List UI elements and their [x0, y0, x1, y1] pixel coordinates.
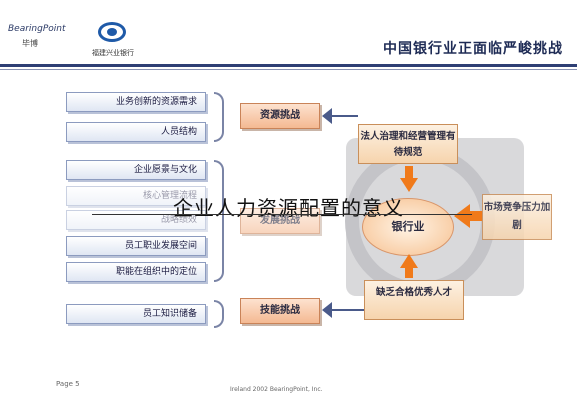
arrow-left-icon — [454, 204, 470, 228]
left-item-vision-culture: 企业愿景与文化 — [66, 160, 206, 180]
overlay-title: 企业人力资源配置的意义 — [173, 196, 404, 220]
arrow-shaft-top — [405, 166, 413, 178]
left-item-strategy: 战略绩效 — [66, 210, 206, 230]
challenge-skill: 技能挑战 — [240, 298, 320, 324]
bank-logo-text: 福建兴业银行 — [92, 49, 134, 57]
bearingpoint-logo-sub: 毕博 — [22, 39, 38, 48]
bank-logo-icon — [98, 22, 126, 42]
page-title: 中国银行业正面临严峻挑战 — [383, 41, 563, 57]
brace-development — [214, 160, 224, 282]
left-item-staff-structure: 人员结构 — [66, 122, 206, 142]
page-number: Page 5 — [56, 380, 80, 388]
arrow-shaft-right — [468, 211, 482, 221]
copyright: Ireland 2002 BearingPoint, Inc. — [230, 386, 323, 393]
arrow-shaft-bottom — [405, 268, 413, 278]
left-item-knowledge-reserve: 员工知识储备 — [66, 304, 206, 324]
left-item-resource-demand: 业务创新的资源需求 — [66, 92, 206, 112]
pressure-competition: 市场竞争压力加剧 — [482, 194, 552, 240]
left-item-management-process: 核心管理流程 — [66, 186, 206, 206]
arrow-down-icon — [400, 178, 418, 192]
left-item-function-position: 职能在组织中的定位 — [66, 262, 206, 282]
connector-resource — [330, 115, 358, 117]
connector-skill — [330, 309, 368, 311]
overlay-underline — [92, 214, 472, 215]
logo-area: BearingPoint 毕博 福建兴业银行 — [8, 20, 138, 64]
arrow-left-icon — [322, 108, 332, 124]
title-divider-thin — [0, 69, 577, 70]
pressure-talent: 缺乏合格优秀人才 — [364, 280, 464, 320]
pressure-governance: 法人治理和经营管理有待规范 — [358, 124, 458, 164]
brace-resource — [214, 92, 224, 142]
title-divider — [0, 64, 577, 67]
challenge-development: 发展挑战 — [240, 208, 320, 234]
challenge-resource: 资源挑战 — [240, 103, 320, 129]
brace-skill — [214, 300, 224, 328]
center-banking: 银行业 — [362, 198, 454, 256]
bearingpoint-logo: BearingPoint — [8, 24, 66, 34]
arrow-left-icon — [322, 302, 332, 318]
left-item-career-space: 员工职业发展空间 — [66, 236, 206, 256]
arrow-up-icon — [400, 254, 418, 268]
